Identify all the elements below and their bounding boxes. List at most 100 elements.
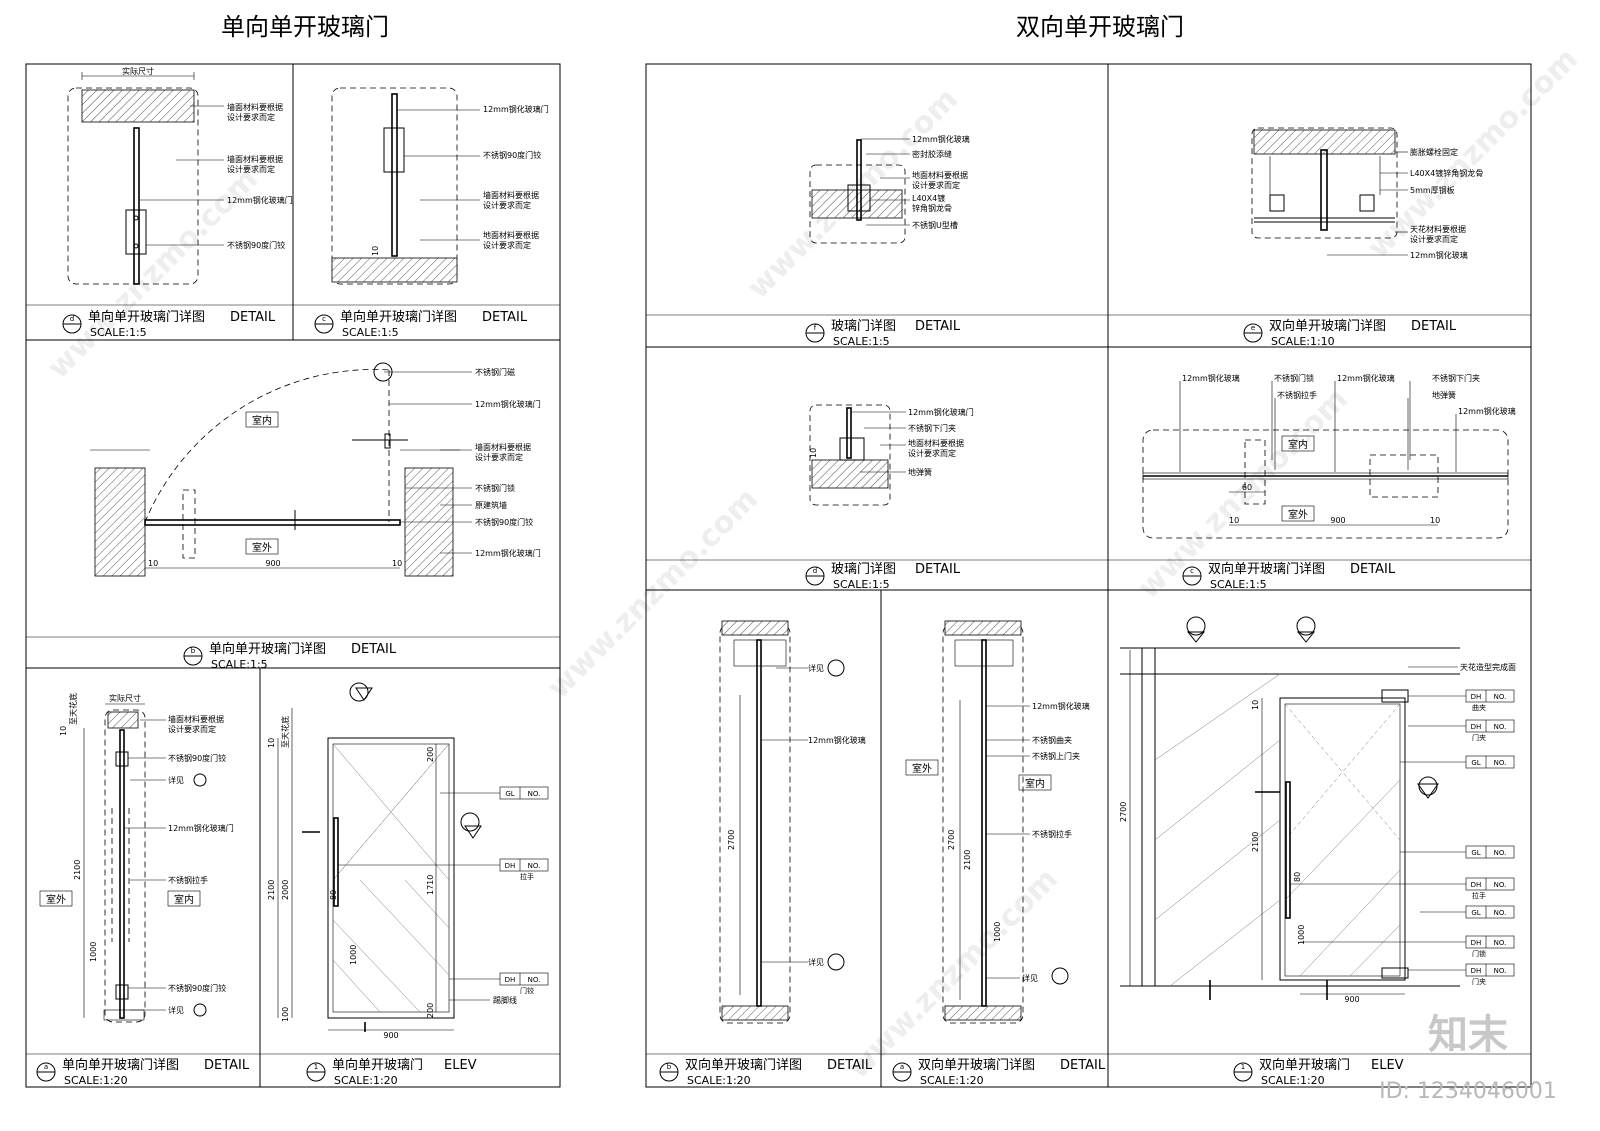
tag-code: GL [1471,909,1480,917]
panel-L-d-drawing: 实际尺寸 墙面材料要根据 设计要求而定 墙面材料要根据 设计要求而定 12mm钢… [67,66,293,285]
dim-label: 2100 [267,880,276,900]
tag-sub: 拉手 [1472,891,1486,900]
note: 设计要求而定 [227,112,275,122]
tag-sub: 拉手 [520,872,534,881]
note: 详见 [168,775,184,785]
note: 详见 [1022,973,1038,983]
dim-label: 至天花底 [280,716,290,748]
note: 12mm钢化玻璃 [912,134,970,144]
note: 12mm钢化玻璃门 [168,823,234,833]
caption-tag: d [70,315,74,323]
caption-title: 双向单开玻璃门详图 [685,1057,802,1073]
panel-R-c-drawing: 室内 室外 900 10 10 60 12mm钢化玻璃 不锈钢门锁 不锈钢拉手 … [1142,373,1516,539]
caption-L-a: a 单向单开玻璃门详图 DETAIL SCALE:1:20 [36,1057,250,1087]
caption-tag: 1 [1241,1063,1245,1071]
note: 锌角钢龙骨 [912,203,952,213]
caption-R-a: a 双向单开玻璃门详图 DETAIL SCALE:1:20 [892,1057,1106,1087]
caption-kind: ELEV [1371,1058,1404,1073]
caption-title: 玻璃门详图 [831,319,896,334]
caption-title: 单向单开玻璃门详图 [62,1057,179,1073]
dim-label: 900 [383,1031,398,1040]
note: 不锈钢拉手 [1032,829,1072,839]
caption-tag: b [191,647,196,655]
dim-label: 10 [809,448,818,458]
panel-L-b-drawing: 室内 室外 900 10 10 不锈钢门磁 12mm钢化玻璃门 墙面材料要根据 … [90,362,541,577]
note: 地面材料要根据 [483,230,539,240]
dim-label: 10 [392,559,402,568]
caption-scale: SCALE:1:5 [833,578,890,591]
tag-box: DH NO. 拉手 [499,858,549,881]
panel-R-e-drawing: 膨胀螺栓固定 L40X4镀锌角钢龙骨 5mm厚钢板 天花材料要根据 设计要求而定… [1251,127,1483,260]
note: 12mm钢化玻璃 [1410,250,1468,260]
tag-code: DH [505,862,516,870]
dim-label: 2700 [1119,802,1128,822]
note: 不锈钢90度门铰 [168,983,226,993]
note: 墙面材料要根据 [227,102,283,112]
dim-label: 1000 [993,922,1002,942]
dim-label: 2100 [1251,832,1260,852]
caption-tag: e [1251,324,1255,332]
dim-label: 200 [426,747,435,762]
dim-label: 10 [267,738,276,748]
tag-box: DH NO. 曲夹 [1465,689,1515,712]
caption-kind: DETAIL [1350,562,1396,577]
caption-title: 双向单开玻璃门详图 [918,1057,1035,1073]
caption-scale: SCALE:1:20 [334,1074,398,1087]
caption-scale: SCALE:1:5 [90,326,147,339]
dim-label: 10 [148,559,158,568]
caption-R-b: b 双向单开玻璃门详图 DETAIL SCALE:1:20 [659,1057,873,1087]
note: 设计要求而定 [483,200,531,210]
note: 不锈钢90度门铰 [483,150,541,160]
watermark-text: www.znzmo.com [541,482,765,706]
panel-R-a-drawing: 2700 2100 1000 室外 室内 12mm钢化玻璃 不锈钢曲夹 不锈钢上… [905,620,1090,1024]
right-sheet-frame [645,63,1532,1088]
tag-no: NO. [528,790,541,798]
caption-L-d: d 单向单开玻璃门详图 DETAIL SCALE:1:5 [62,309,276,339]
caption-title: 单向单开玻璃门 [332,1057,423,1073]
dim-label: 1000 [349,945,358,965]
caption-tag: f [814,324,817,332]
tag-sub: 曲夹 [1472,703,1486,712]
tag-code: DH [1471,881,1482,889]
note: 12mm钢化玻璃门 [475,399,541,409]
brand-id: ID: 1234046001 [1379,1079,1557,1104]
note: 12mm钢化玻璃门 [475,548,541,558]
note: L40X4镀 [912,193,945,203]
tag-code: DH [1471,693,1482,701]
caption-title: 单向单开玻璃门详图 [209,641,326,657]
caption-tag: 1 [314,1063,318,1071]
tag-no: NO. [528,976,541,984]
dim-label: 实际尺寸 [122,66,154,76]
tag-sub: 门夹 [1472,733,1486,742]
caption-tag: c [322,315,326,323]
note: 不锈钢90度门铰 [227,240,285,250]
dim-label: 10 [59,726,68,736]
caption-L-1: 1 单向单开玻璃门 ELEV SCALE:1:20 [306,1057,477,1087]
note: 不锈钢门磁 [475,367,515,377]
caption-kind: DETAIL [915,562,961,577]
note: 设计要求而定 [483,240,531,250]
caption-L-c: c 单向单开玻璃门详图 DETAIL SCALE:1:5 [314,309,528,339]
note: 详见 [808,663,824,673]
caption-title: 双向单开玻璃门 [1259,1057,1350,1073]
note: 12mm钢化玻璃 [1182,373,1240,383]
caption-tag: a [900,1063,904,1071]
note: 地弹簧 [1432,390,1456,400]
caption-scale: SCALE:1:20 [687,1074,751,1087]
tag-no: NO. [1494,693,1507,701]
dim-label: 2100 [73,860,82,880]
note: 详见 [808,957,824,967]
caption-kind: DETAIL [827,1058,873,1073]
caption-R-d: d 玻璃门详图 DETAIL SCALE:1:5 [805,562,961,591]
note: 设计要求而定 [168,724,216,734]
caption-scale: SCALE:1:20 [64,1074,128,1087]
dim-label: 实际尺寸 [109,693,141,703]
dim-label: 100 [281,1007,290,1022]
tag-no: NO. [528,862,541,870]
caption-scale: SCALE:1:5 [342,326,399,339]
tag-box: DH NO. 拉手 [1465,877,1515,900]
tag-no: NO. [1494,849,1507,857]
note: 踢脚线 [493,995,517,1005]
note: 设计要求而定 [912,180,960,190]
caption-tag: b [667,1063,672,1071]
